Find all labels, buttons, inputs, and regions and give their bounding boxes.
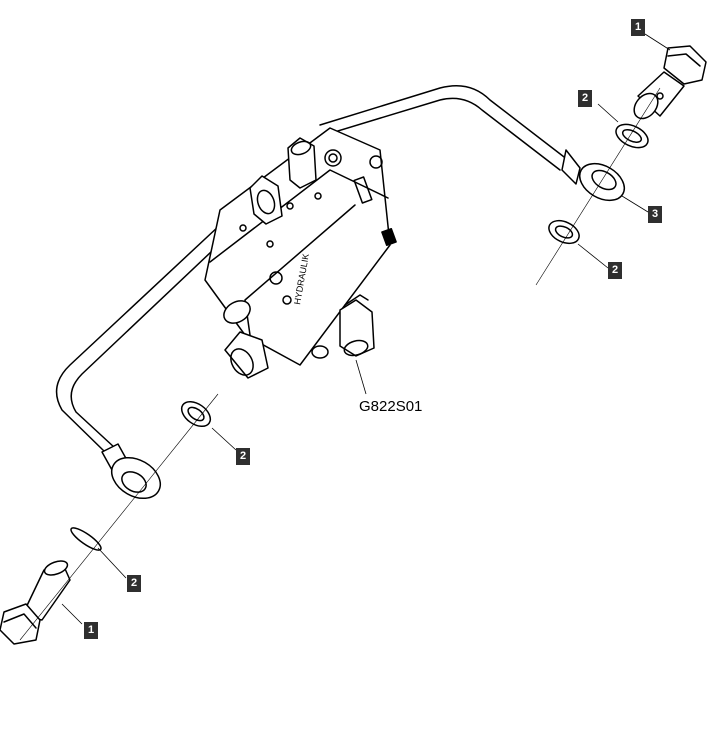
- axis-line-left: [19, 393, 219, 641]
- callout-item-3: 3: [648, 206, 662, 223]
- leader-2-mid: [211, 427, 237, 451]
- callout-item-2-bottom: 2: [127, 575, 141, 592]
- lower-pipe: [55, 224, 221, 453]
- leader-3: [621, 195, 649, 213]
- banjo-fitting-right: [561, 149, 626, 202]
- banjo-fitting-left: [101, 443, 161, 500]
- upper-pipe: [319, 85, 569, 161]
- valve-block: [204, 127, 397, 379]
- washer-top: [615, 123, 649, 149]
- banjo-bolt-top: [633, 45, 707, 120]
- drawing-reference-code: G822S01: [359, 398, 423, 415]
- lower-pipe-inner: [70, 233, 231, 449]
- callout-item-2-top: 2: [578, 90, 592, 107]
- leader-2-top: [597, 103, 619, 123]
- callout-item-2-right: 2: [608, 262, 622, 279]
- callout-item-1-top: 1: [631, 19, 645, 36]
- callout-item-2-mid: 2: [236, 448, 250, 465]
- washer-right: [548, 219, 580, 245]
- upper-pipe-inner: [317, 97, 561, 171]
- banjo-bolt-bottom: [0, 560, 71, 645]
- callout-item-1-bottom: 1: [84, 622, 98, 639]
- washer-bottom: [70, 527, 102, 551]
- leader-2-right: [577, 243, 609, 269]
- leader-1-top: [644, 33, 671, 51]
- leader-1-bottom: [61, 603, 83, 625]
- axis-line-right: [535, 87, 661, 286]
- leader-2-bottom: [97, 547, 127, 579]
- leader-g822: [355, 359, 367, 395]
- washer-mid: [180, 400, 212, 428]
